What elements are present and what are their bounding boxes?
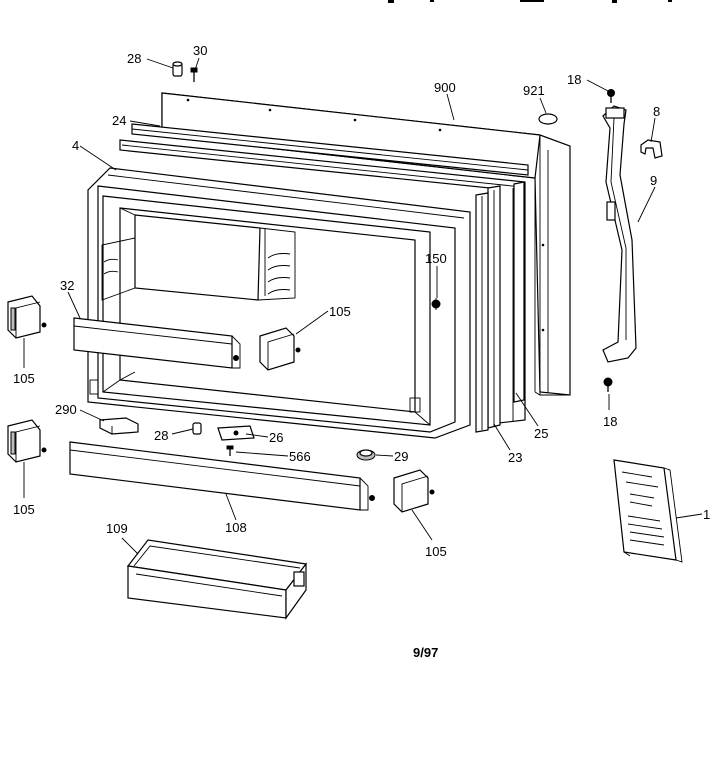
callout-900: 900 (434, 80, 456, 95)
screw-30-top (190, 67, 198, 82)
end-cap-105-center (259, 327, 301, 371)
screw-18-bottom (603, 377, 613, 392)
end-cap-105-right (393, 469, 435, 513)
breaker-strip (131, 123, 529, 176)
callout-9: 9 (650, 173, 657, 188)
door-liner (87, 167, 471, 439)
screw-18-top (607, 89, 615, 103)
cap-28-top (172, 61, 183, 77)
callout-28: 28 (154, 428, 168, 443)
date-code: 9/97 (413, 645, 438, 660)
callout-4: 4 (72, 138, 79, 153)
callout-921: 921 (523, 83, 545, 98)
callout-105: 105 (13, 502, 35, 517)
callout-29: 29 (394, 449, 408, 464)
callout-28: 28 (127, 51, 141, 66)
scan-marks (388, 0, 672, 3)
callout-8: 8 (653, 104, 660, 119)
owners-manual (613, 459, 683, 563)
leader-lines (23, 57, 703, 555)
bin-109 (126, 539, 308, 620)
end-cap-105-left-upper (7, 295, 47, 339)
callout-566: 566 (289, 449, 311, 464)
shelf-rail-32 (73, 317, 241, 369)
cap-28-lower (192, 422, 202, 435)
callout-290: 290 (55, 402, 77, 417)
callout-105: 105 (13, 371, 35, 386)
cover-290 (99, 417, 139, 435)
end-cap-105-left-lower (7, 419, 47, 463)
callout-23: 23 (508, 450, 522, 465)
plate-26 (217, 425, 255, 441)
callout-labels: 28 30 900 921 18 8 24 4 9 150 32 105 105… (13, 43, 710, 559)
callout-26: 26 (269, 430, 283, 445)
callout-109: 109 (106, 521, 128, 536)
callout-18: 18 (567, 72, 581, 87)
shelf-rail-108 (69, 441, 375, 511)
callout-150: 150 (425, 251, 447, 266)
door-handle (602, 105, 637, 363)
clip-8 (640, 139, 663, 159)
callout-18: 18 (603, 414, 617, 429)
callout-30: 30 (193, 43, 207, 58)
callout-105: 105 (425, 544, 447, 559)
plug-29 (356, 449, 376, 461)
callout-105: 105 (329, 304, 351, 319)
door-gaskets (475, 181, 525, 433)
callout-24: 24 (112, 113, 126, 128)
callout-1: 1 (703, 507, 710, 522)
plug-921 (538, 113, 558, 125)
callout-108: 108 (225, 520, 247, 535)
screw-566 (226, 445, 234, 456)
callout-25: 25 (534, 426, 548, 441)
callout-32: 32 (60, 278, 74, 293)
screw-150 (431, 298, 441, 310)
